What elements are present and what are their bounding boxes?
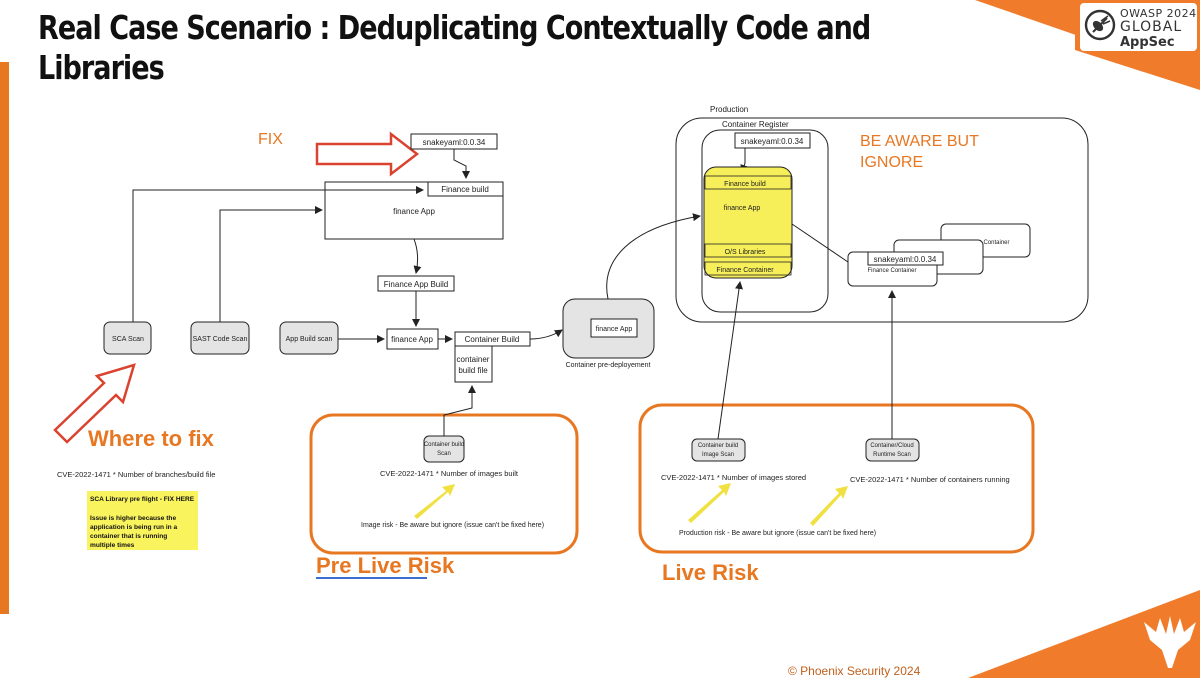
- container-build-file-label-1: container: [457, 355, 490, 364]
- title-line1: Real Case Scenario : Deduplicating Conte…: [38, 8, 871, 47]
- sca-note-line1: Issue is higher because the: [90, 515, 176, 522]
- finance-app-label: finance App: [393, 207, 435, 216]
- finance-build-box: [427, 181, 504, 197]
- finance-app-artifact-label: finance App: [391, 335, 433, 344]
- live-risk-label: Live Risk: [662, 560, 759, 585]
- logo-line2: GLOBAL: [1120, 19, 1183, 35]
- finance-build-label: Finance build: [441, 185, 489, 194]
- image-os-libraries-label: O/S Libraries: [725, 249, 766, 256]
- sast-scan-label: SAST Code Scan: [193, 336, 248, 343]
- sca-note-line4: multiple times: [90, 542, 135, 549]
- container-pre-deployment-app-box: [590, 318, 638, 338]
- be-aware-line2: IGNORE: [860, 154, 923, 171]
- where-to-fix-arrow: [53, 363, 136, 444]
- phoenix-logo-icon: [1144, 616, 1196, 668]
- image-finance-app-label: finance App: [724, 205, 761, 212]
- cve-containers-running-label: CVE-2022-1471 * Number of containers run…: [850, 475, 1010, 484]
- production-zone: [675, 117, 1089, 323]
- snakeyaml-label-runtime: snakeyaml:0.0.34: [874, 255, 937, 264]
- running-container-3-label: Finance Container: [960, 240, 1009, 246]
- wasp-icon: [1084, 9, 1116, 41]
- pre-live-risk-label: Pre Live Risk: [316, 553, 455, 578]
- container-pre-deployment-app-label: finance App: [596, 326, 633, 333]
- runtime-scan-line1: Container/Cloud: [870, 443, 913, 449]
- fix-label: FIX: [258, 131, 283, 148]
- cve-images-stored-label: CVE-2022-1471 * Number of images stored: [661, 473, 806, 482]
- prelive-yellow-arrow: [414, 484, 455, 519]
- container-register-label: Container Register: [722, 120, 789, 129]
- image-finance-container-label: Finance Container: [716, 267, 774, 274]
- cve-images-built-label: CVE-2022-1471 * Number of images built: [380, 469, 519, 478]
- container-register: [701, 129, 829, 313]
- sca-note-line3: container that is running: [90, 533, 167, 540]
- production-risk-label: Production risk - Be aware but ignore (i…: [679, 530, 876, 537]
- container-build-file-label-2: build file: [458, 366, 488, 375]
- snakeyaml-box-register: [734, 132, 811, 149]
- image-finance-build-label: Finance build: [724, 181, 766, 188]
- production-label: Production: [710, 105, 748, 114]
- sca-note-line2: application is being run in a: [90, 524, 178, 531]
- live-yellow-arrow-2: [810, 486, 848, 526]
- image-scan-line1: Container build: [698, 443, 738, 449]
- slide-title: Real Case Scenario : Deduplicating Conte…: [38, 8, 871, 88]
- fix-arrow: [315, 131, 420, 177]
- prelive-scan-line2: Scan: [437, 451, 451, 457]
- logo-line3: AppSec: [1120, 35, 1175, 50]
- finance-app-build-label: Finance App Build: [384, 280, 449, 289]
- app-build-scan-label: App Build scan: [286, 336, 333, 343]
- sca-scan-box: [103, 321, 152, 355]
- sca-note-title: SCA Library pre flight - FIX HERE: [90, 496, 195, 503]
- live-yellow-arrow-1: [688, 483, 731, 523]
- left-accent-bar: [0, 62, 9, 614]
- snakeyaml-label-build: snakeyaml:0.0.34: [423, 138, 486, 147]
- sca-scan-label: SCA Scan: [112, 336, 144, 343]
- prelive-container-build-scan-box: [423, 435, 465, 463]
- container-pre-deployment-label: Container pre-deployement: [566, 362, 651, 369]
- finance-image-highlight: [703, 166, 793, 279]
- snakeyaml-box-runtime: [867, 251, 944, 266]
- app-build-scan-box: [279, 321, 339, 355]
- image-risk-label: Image risk - Be aware but ignore (issue …: [361, 522, 544, 529]
- image-scan-line2: Image Scan: [702, 452, 734, 458]
- runtime-scan-line2: Runtime Scan: [873, 452, 911, 458]
- container-build-file-box: [454, 345, 493, 383]
- live-risk-box: [638, 403, 1035, 554]
- image-os-libraries-box: [704, 243, 792, 258]
- container-build-label: Container Build: [465, 335, 520, 344]
- cve-branches-label: CVE-2022-1471 * Number of branches/build…: [57, 470, 215, 479]
- prelive-scan-line1: Container build: [424, 442, 464, 448]
- title-line2: Libraries: [38, 48, 165, 87]
- sca-note: [87, 491, 198, 550]
- logo-line1: OWASP 2024: [1120, 7, 1197, 20]
- running-container-1-label: Finance Container: [867, 268, 916, 274]
- be-aware-line1: BE AWARE BUT: [860, 133, 979, 150]
- footer-copyright: © Phoenix Security 2024: [788, 664, 921, 678]
- image-finance-build-box: [704, 175, 792, 190]
- image-finance-container-box: [704, 261, 792, 276]
- where-to-fix-label: Where to fix: [88, 426, 215, 451]
- owasp-logo: OWASP 2024 GLOBAL AppSec: [1080, 3, 1197, 51]
- snakeyaml-label-register: snakeyaml:0.0.34: [741, 137, 804, 146]
